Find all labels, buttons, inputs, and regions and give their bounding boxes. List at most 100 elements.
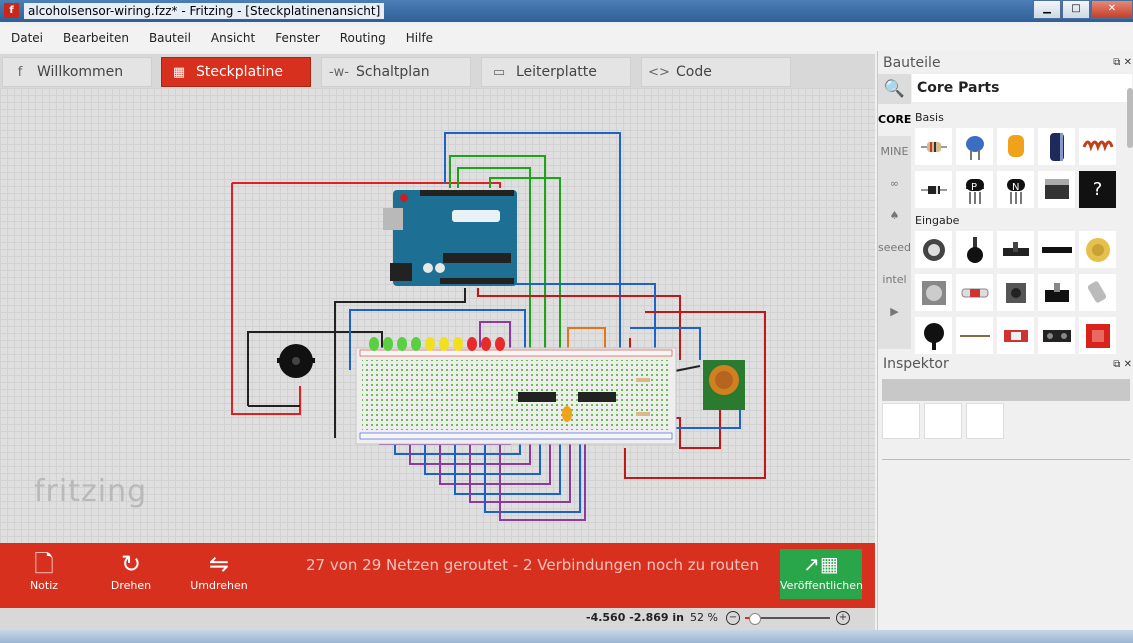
- led[interactable]: [411, 337, 421, 351]
- fet-transistor-icon[interactable]: [1038, 171, 1075, 208]
- wire[interactable]: [499, 388, 586, 521]
- wire[interactable]: [457, 167, 531, 378]
- led[interactable]: [369, 337, 379, 351]
- menu-fenster[interactable]: Fenster: [275, 31, 320, 45]
- tab-code[interactable]: <> Code: [641, 57, 791, 87]
- led[interactable]: [397, 337, 407, 351]
- menu-bauteil[interactable]: Bauteil: [148, 31, 191, 45]
- bottom-toolbar: 🗋 Notiz ↻ Drehen ⇋ Umdrehen 27 von 29 Ne…: [0, 543, 875, 608]
- bin-tab-sparkfun[interactable]: ♠: [889, 209, 900, 222]
- note-button[interactable]: 🗋 Notiz: [9, 549, 79, 592]
- wire[interactable]: [449, 155, 546, 378]
- diode-icon[interactable]: [915, 171, 952, 208]
- tantalum-capacitor-icon[interactable]: [997, 128, 1034, 165]
- wire[interactable]: [489, 177, 561, 378]
- status-bar: -4.560 -2.869 in 52 % − +: [0, 608, 875, 630]
- rotary-potentiometer-icon[interactable]: [956, 231, 993, 268]
- led[interactable]: [467, 337, 477, 351]
- tab-label: Leiterplatte: [516, 64, 597, 80]
- parts-scrollbar[interactable]: [1127, 88, 1133, 148]
- led[interactable]: [383, 337, 393, 351]
- menu-routing[interactable]: Routing: [339, 31, 386, 45]
- bin-tab-mine[interactable]: MINE: [880, 145, 909, 158]
- ic-chip[interactable]: [518, 392, 556, 402]
- resistor[interactable]: [636, 378, 650, 382]
- pushbutton-icon[interactable]: [956, 274, 993, 311]
- bin-tab-seeed[interactable]: seeed: [878, 241, 912, 254]
- bin-tab-core[interactable]: CORE: [878, 104, 911, 136]
- electrolytic-capacitor-icon[interactable]: [1038, 128, 1075, 165]
- led[interactable]: [453, 337, 463, 351]
- menu-bearbeiten[interactable]: Bearbeiten: [63, 31, 129, 45]
- force-sensor-icon[interactable]: [915, 317, 952, 354]
- flex-sensor-icon[interactable]: [956, 317, 993, 354]
- search-icon[interactable]: 🔍: [878, 74, 911, 104]
- reset-button: [400, 194, 408, 202]
- minimize-button[interactable]: ▁: [1033, 0, 1061, 19]
- menu-hilfe[interactable]: Hilfe: [405, 31, 434, 45]
- panel-float-close-icons[interactable]: ⧉ ✕: [1113, 57, 1132, 68]
- ldr-sensor-icon[interactable]: [997, 317, 1034, 354]
- inductor-icon[interactable]: [1079, 128, 1116, 165]
- zoom-in-icon[interactable]: +: [836, 611, 850, 625]
- resistor[interactable]: [636, 412, 650, 416]
- wire[interactable]: [247, 331, 383, 406]
- window-controls: ▁ □ ✕: [1032, 0, 1133, 19]
- publish-button[interactable]: ↗▦ Veröffentlichen: [780, 549, 863, 599]
- tilt-switch-icon[interactable]: [1079, 274, 1116, 311]
- led[interactable]: [425, 337, 435, 351]
- flip-button[interactable]: ⇋ Umdrehen: [184, 549, 254, 592]
- zoom-slider[interactable]: [745, 613, 830, 625]
- wire[interactable]: [624, 311, 766, 479]
- wire[interactable]: [232, 182, 501, 188]
- bin-tab-more[interactable]: ▶: [890, 305, 899, 318]
- tactile-switch-icon[interactable]: [997, 274, 1034, 311]
- wire[interactable]: [334, 288, 466, 438]
- npn-transistor-icon[interactable]: N: [997, 171, 1034, 208]
- wire[interactable]: [630, 327, 701, 360]
- wire[interactable]: [349, 309, 526, 378]
- rotate-button[interactable]: ↻ Drehen: [96, 549, 166, 592]
- wire[interactable]: [231, 183, 301, 415]
- wire[interactable]: [444, 132, 621, 380]
- ir-sensor-icon[interactable]: [1038, 317, 1075, 354]
- header-potentiometer-icon[interactable]: [1038, 231, 1075, 268]
- breakout-board-icon[interactable]: [1079, 317, 1116, 354]
- rotary-encoder-icon[interactable]: [915, 274, 952, 311]
- tab-leiterplatte[interactable]: ▭ Leiterplatte: [481, 57, 631, 87]
- tab-willkommen[interactable]: f Willkommen: [2, 57, 152, 87]
- menu-datei[interactable]: Datei: [11, 31, 44, 45]
- resistor-icon[interactable]: [915, 128, 952, 165]
- zoom-slider-knob[interactable]: [748, 613, 761, 625]
- maximize-button[interactable]: □: [1062, 0, 1090, 19]
- tab-steckplatine[interactable]: ▦ Steckplatine: [161, 57, 311, 87]
- led[interactable]: [481, 337, 491, 351]
- led[interactable]: [439, 337, 449, 351]
- menu-ansicht[interactable]: Ansicht: [210, 31, 256, 45]
- wire[interactable]: [490, 283, 656, 353]
- panel-float-close-icons[interactable]: ⧉ ✕: [1113, 359, 1132, 370]
- wire[interactable]: [484, 388, 581, 513]
- slide-potentiometer-icon[interactable]: [997, 231, 1034, 268]
- zoom-out-icon[interactable]: −: [726, 611, 740, 625]
- capacitor[interactable]: [562, 406, 572, 422]
- view-tabs: f Willkommen ▦ Steckplatine -w- Schaltpl…: [0, 54, 875, 88]
- piezo-sensor-icon[interactable]: [1079, 231, 1116, 268]
- potentiometer-icon[interactable]: [915, 231, 952, 268]
- bin-tab-arduino[interactable]: ∞: [889, 177, 900, 190]
- section-eingabe: Eingabe: [915, 214, 960, 227]
- ceramic-capacitor-icon[interactable]: [956, 128, 993, 165]
- title-bar: f alcoholsensor-wiring.fzz* - Fritzing -…: [0, 0, 1133, 22]
- toggle-switch-icon[interactable]: [1038, 274, 1075, 311]
- bin-tab-intel[interactable]: intel: [882, 273, 907, 286]
- inspector-title-field: [882, 379, 1130, 401]
- mystery-part-icon[interactable]: ?: [1079, 171, 1116, 208]
- wire[interactable]: [469, 388, 571, 503]
- pnp-transistor-icon[interactable]: P: [956, 171, 993, 208]
- led[interactable]: [495, 337, 505, 351]
- inspector-pcb-view-preview: [966, 403, 1004, 439]
- tab-schaltplan[interactable]: -w- Schaltplan: [321, 57, 471, 87]
- breadboard-canvas[interactable]: fritzing: [0, 88, 875, 543]
- ic-chip[interactable]: [578, 392, 616, 402]
- close-button[interactable]: ✕: [1091, 0, 1133, 19]
